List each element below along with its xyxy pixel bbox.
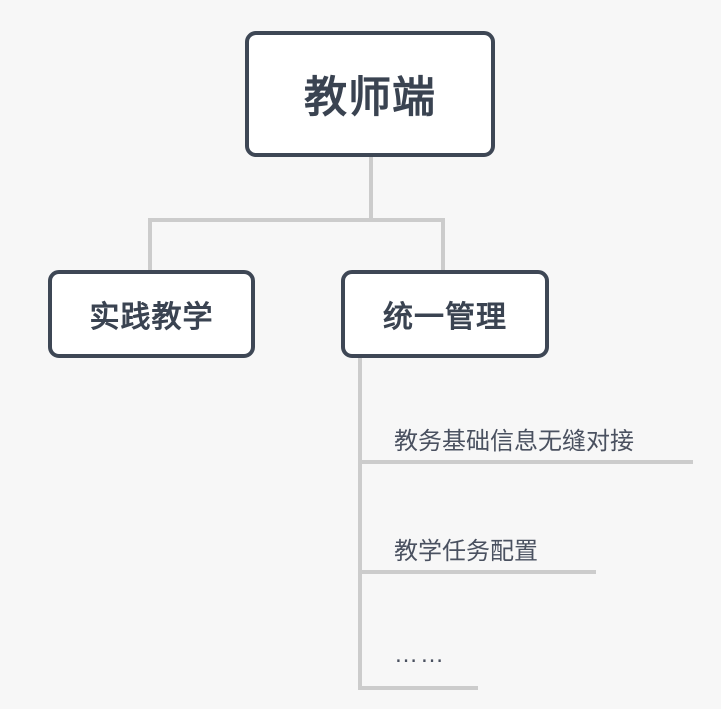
connector-leaf-underline-2 [358, 686, 478, 690]
connector-manage-trunk [358, 356, 362, 690]
leaf-item-teaching-task-config[interactable]: 教学任务配置 [394, 538, 538, 565]
connector-leaf-underline-1 [358, 570, 596, 574]
node-teacher-portal[interactable]: 教师端 [245, 31, 495, 157]
connector-root-trunk [369, 155, 373, 222]
node-practice-teaching-label: 实践教学 [89, 301, 214, 334]
node-teacher-portal-label: 教师端 [304, 74, 436, 122]
leaf-item-ellipsis[interactable]: …… [394, 641, 446, 668]
connector-sibling-bar [148, 218, 445, 222]
connector-drop-practice [148, 218, 152, 272]
connector-leaf-underline-0 [358, 460, 693, 464]
leaf-item-academic-info-integration[interactable]: 教务基础信息无缝对接 [394, 428, 634, 455]
node-unified-management[interactable]: 统一管理 [341, 270, 549, 358]
connector-drop-manage [441, 218, 445, 272]
node-unified-management-label: 统一管理 [383, 301, 507, 334]
node-practice-teaching[interactable]: 实践教学 [48, 270, 255, 358]
